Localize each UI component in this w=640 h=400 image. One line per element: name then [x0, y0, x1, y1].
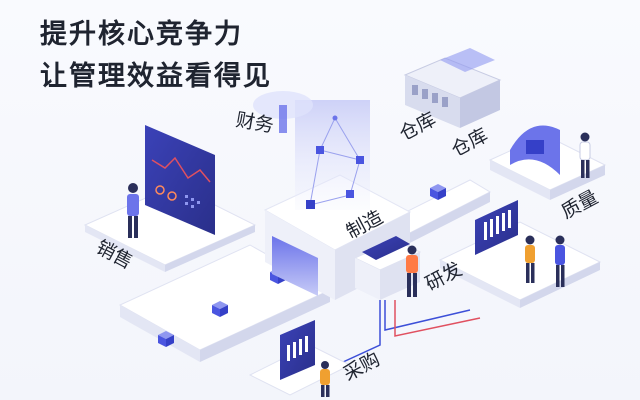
headline-line-1: 提升核心竞争力	[40, 19, 243, 50]
purchasing-station	[248, 320, 352, 397]
warehouse-buildings	[403, 48, 502, 128]
network-nodes	[306, 115, 364, 209]
rnd-operator	[406, 245, 418, 297]
sales-platform	[83, 125, 257, 272]
finance-orb	[253, 91, 313, 133]
headline: 提升核心竞争力 让管理效益看得见	[40, 14, 272, 98]
quality-scanner	[488, 125, 607, 200]
cables	[329, 300, 481, 369]
headline-line-2: 让管理效益看得见	[40, 61, 272, 92]
rnd-platform	[438, 200, 602, 308]
network-lines	[309, 117, 361, 206]
